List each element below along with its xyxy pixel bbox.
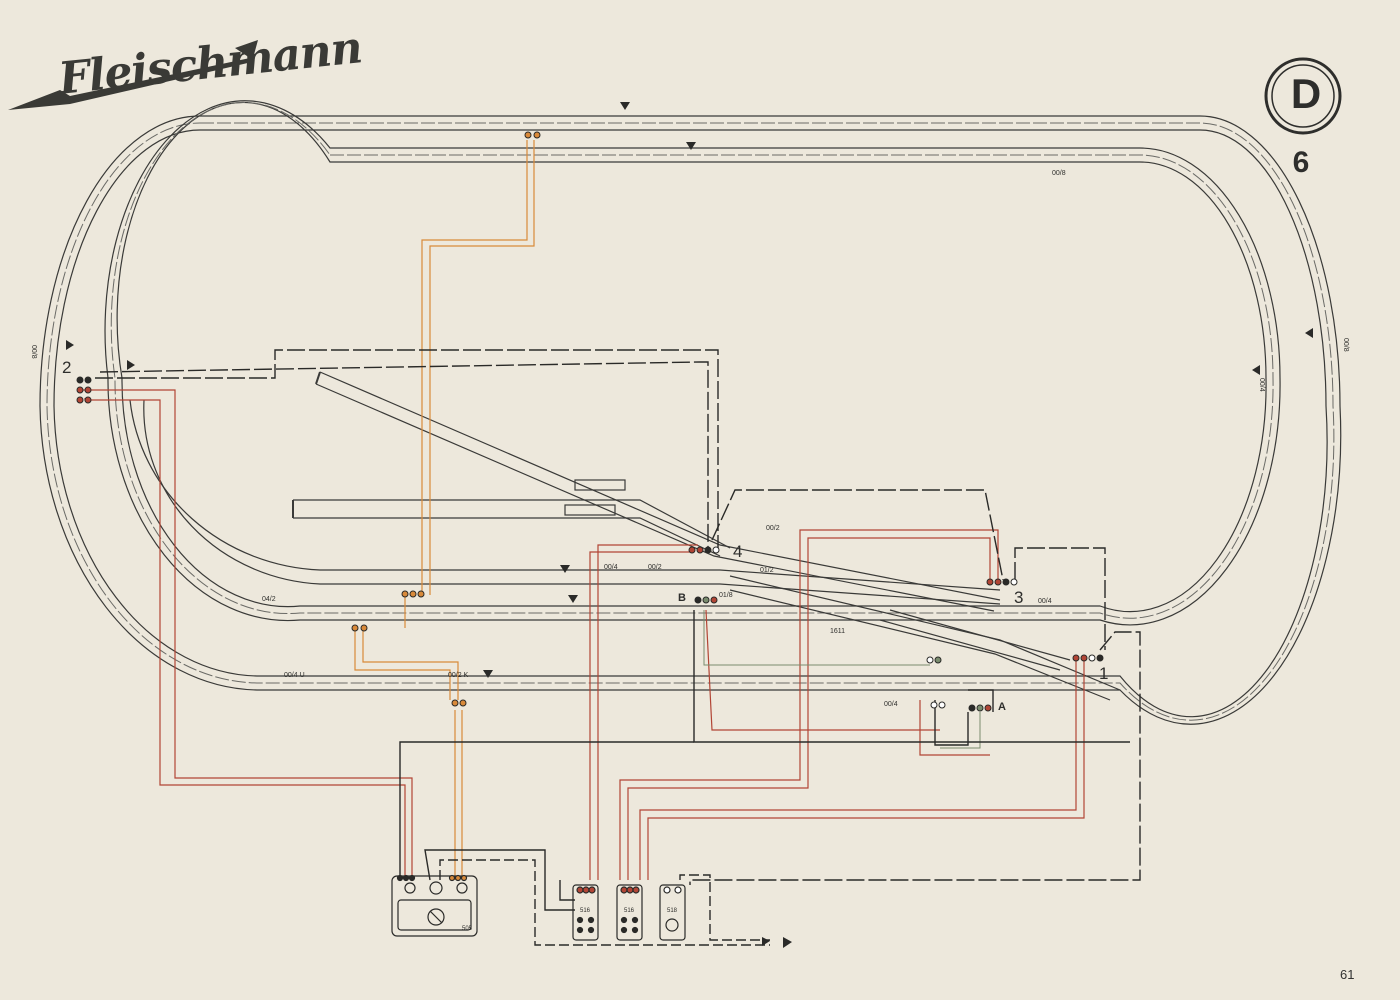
transformer-unit: [391, 874, 478, 937]
track-markers: [66, 102, 1313, 678]
track-label: 00/4: [1038, 598, 1052, 605]
plan-badge-letter: D: [1290, 70, 1322, 117]
section-letter: A: [998, 701, 1006, 713]
device-label: 518: [667, 908, 678, 914]
track-label: 00/8: [1342, 338, 1349, 352]
device-label: 516: [624, 908, 635, 914]
track-label: 00/4: [1258, 378, 1265, 392]
track-label: 01/8: [719, 592, 733, 599]
wiring-black: [95, 349, 1141, 946]
plan-badge-circle: [1264, 57, 1342, 135]
control-box-516-a: [572, 884, 599, 941]
section-letter: B: [678, 592, 686, 604]
track-label: 00/2: [766, 525, 780, 532]
station-track: [129, 399, 1001, 605]
track-label: 04/2: [262, 596, 276, 603]
wiring-green: [703, 610, 981, 749]
track-label: 00/8: [30, 345, 37, 359]
logo-swoosh: [8, 40, 258, 110]
device-label: 516: [580, 908, 591, 914]
page-number: 61: [1340, 967, 1355, 982]
track-label: 00/4: [604, 564, 618, 571]
device-label: 505: [462, 926, 473, 932]
turnout-number: 1: [1099, 664, 1109, 683]
wiring-red: [80, 389, 1085, 880]
siding-tracks: [292, 371, 1001, 612]
track-label: 1611: [830, 628, 846, 635]
terminal-connectors: [76, 131, 1104, 712]
control-box-516-b: [616, 884, 643, 941]
track-label: 00/2: [648, 564, 662, 571]
turnout-number: 3: [1014, 588, 1024, 607]
track-label: 00/4: [884, 701, 898, 708]
plan-badge-number: 6: [1292, 146, 1310, 179]
inner-oval-track: [104, 100, 1281, 626]
outer-oval-track: [39, 115, 1342, 725]
turnout-number: 2: [62, 358, 72, 377]
track-label: 00/4 U: [284, 672, 305, 679]
wiring-orange: [354, 140, 535, 880]
track-label: 00/8: [1052, 170, 1066, 177]
track-label: 01/2: [760, 567, 774, 574]
turnout-number: 4: [733, 542, 743, 561]
control-box-518: [659, 884, 686, 941]
wire-end-arrow: [762, 937, 792, 948]
track-label: 00/2 K: [448, 672, 469, 679]
crossover-track: [729, 575, 1121, 701]
